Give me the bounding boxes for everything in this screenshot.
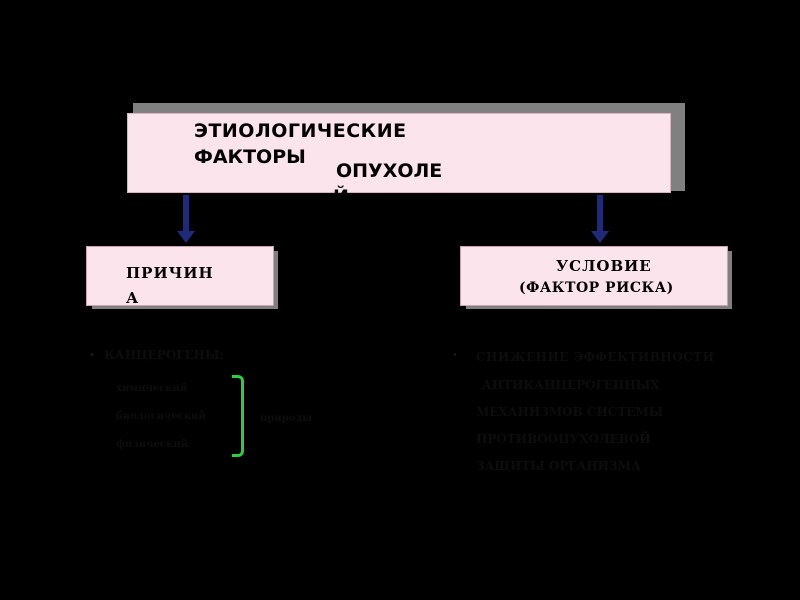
check-icon: ✓ [100,380,112,396]
list-item: химический [116,383,188,394]
left-arrow-head-icon [177,231,195,243]
check-icon: ✓ [100,408,112,424]
right-arrow-shaft [597,195,603,231]
condition-box [460,246,728,306]
check-icon: ✓ [100,436,112,452]
carcinogens-heading: КАНЦЕРОГЕНЫ: [104,348,224,362]
cause-line-2: А [126,289,139,307]
left-arrow-shaft [183,195,189,231]
title-line-3: ОПУХОЛЕ [336,160,443,182]
cause-line-1: ПРИЧИН [126,264,214,282]
condition-line-2: (ФАКТОР РИСКА) [519,280,674,296]
title-line-4: Й [333,186,349,208]
left-bullet-icon: • [89,350,95,361]
brace-label: природы [260,413,313,424]
green-brace [232,375,244,457]
cause-box [86,246,274,306]
list-item: биологический [116,411,206,422]
right-list-line: АНТИКАНЦЕРОГЕННЫХ [482,378,660,392]
right-list-line: СНИЖЕНИЕ ЭФФЕКТИВНОСТИ [476,350,715,364]
right-list-line: ПРОТИВООПУХОЛЕВОЙ [476,432,651,446]
title-line-1: ЭТИОЛОГИЧЕСКИЕ [194,120,407,142]
list-item: физический [116,439,189,450]
right-list-line: ЗАЩИТЫ ОРГАНИЗМА [476,459,641,473]
title-line-2: ФАКТОРЫ [194,146,306,168]
right-list-line: МЕХАНИЗМОВ СИСТЕМЫ [476,405,664,419]
condition-line-1: УСЛОВИЕ [556,257,652,275]
right-bullet-icon: • [452,350,458,361]
title-box [127,113,671,193]
right-arrow-head-icon [591,231,609,243]
